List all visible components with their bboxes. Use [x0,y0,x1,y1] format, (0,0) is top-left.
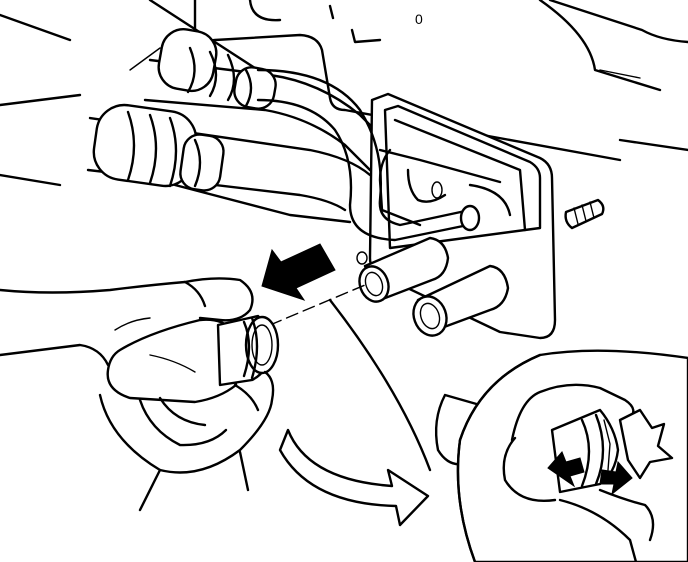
lower-coolant-hose [86,103,372,212]
rotation-arrow [278,428,430,527]
upper-coolant-hose [143,28,387,172]
detail-inset [434,349,688,562]
coolant-pipe-loop [256,68,512,242]
threaded-stud [564,198,605,230]
frame-lines [0,13,352,224]
guide-curve [328,298,432,472]
pull-direction-arrow [261,243,366,326]
port-marker-label: 0 [415,11,423,27]
hands-and-fitting [0,277,280,512]
outlet-pipe-stubs [356,236,510,337]
